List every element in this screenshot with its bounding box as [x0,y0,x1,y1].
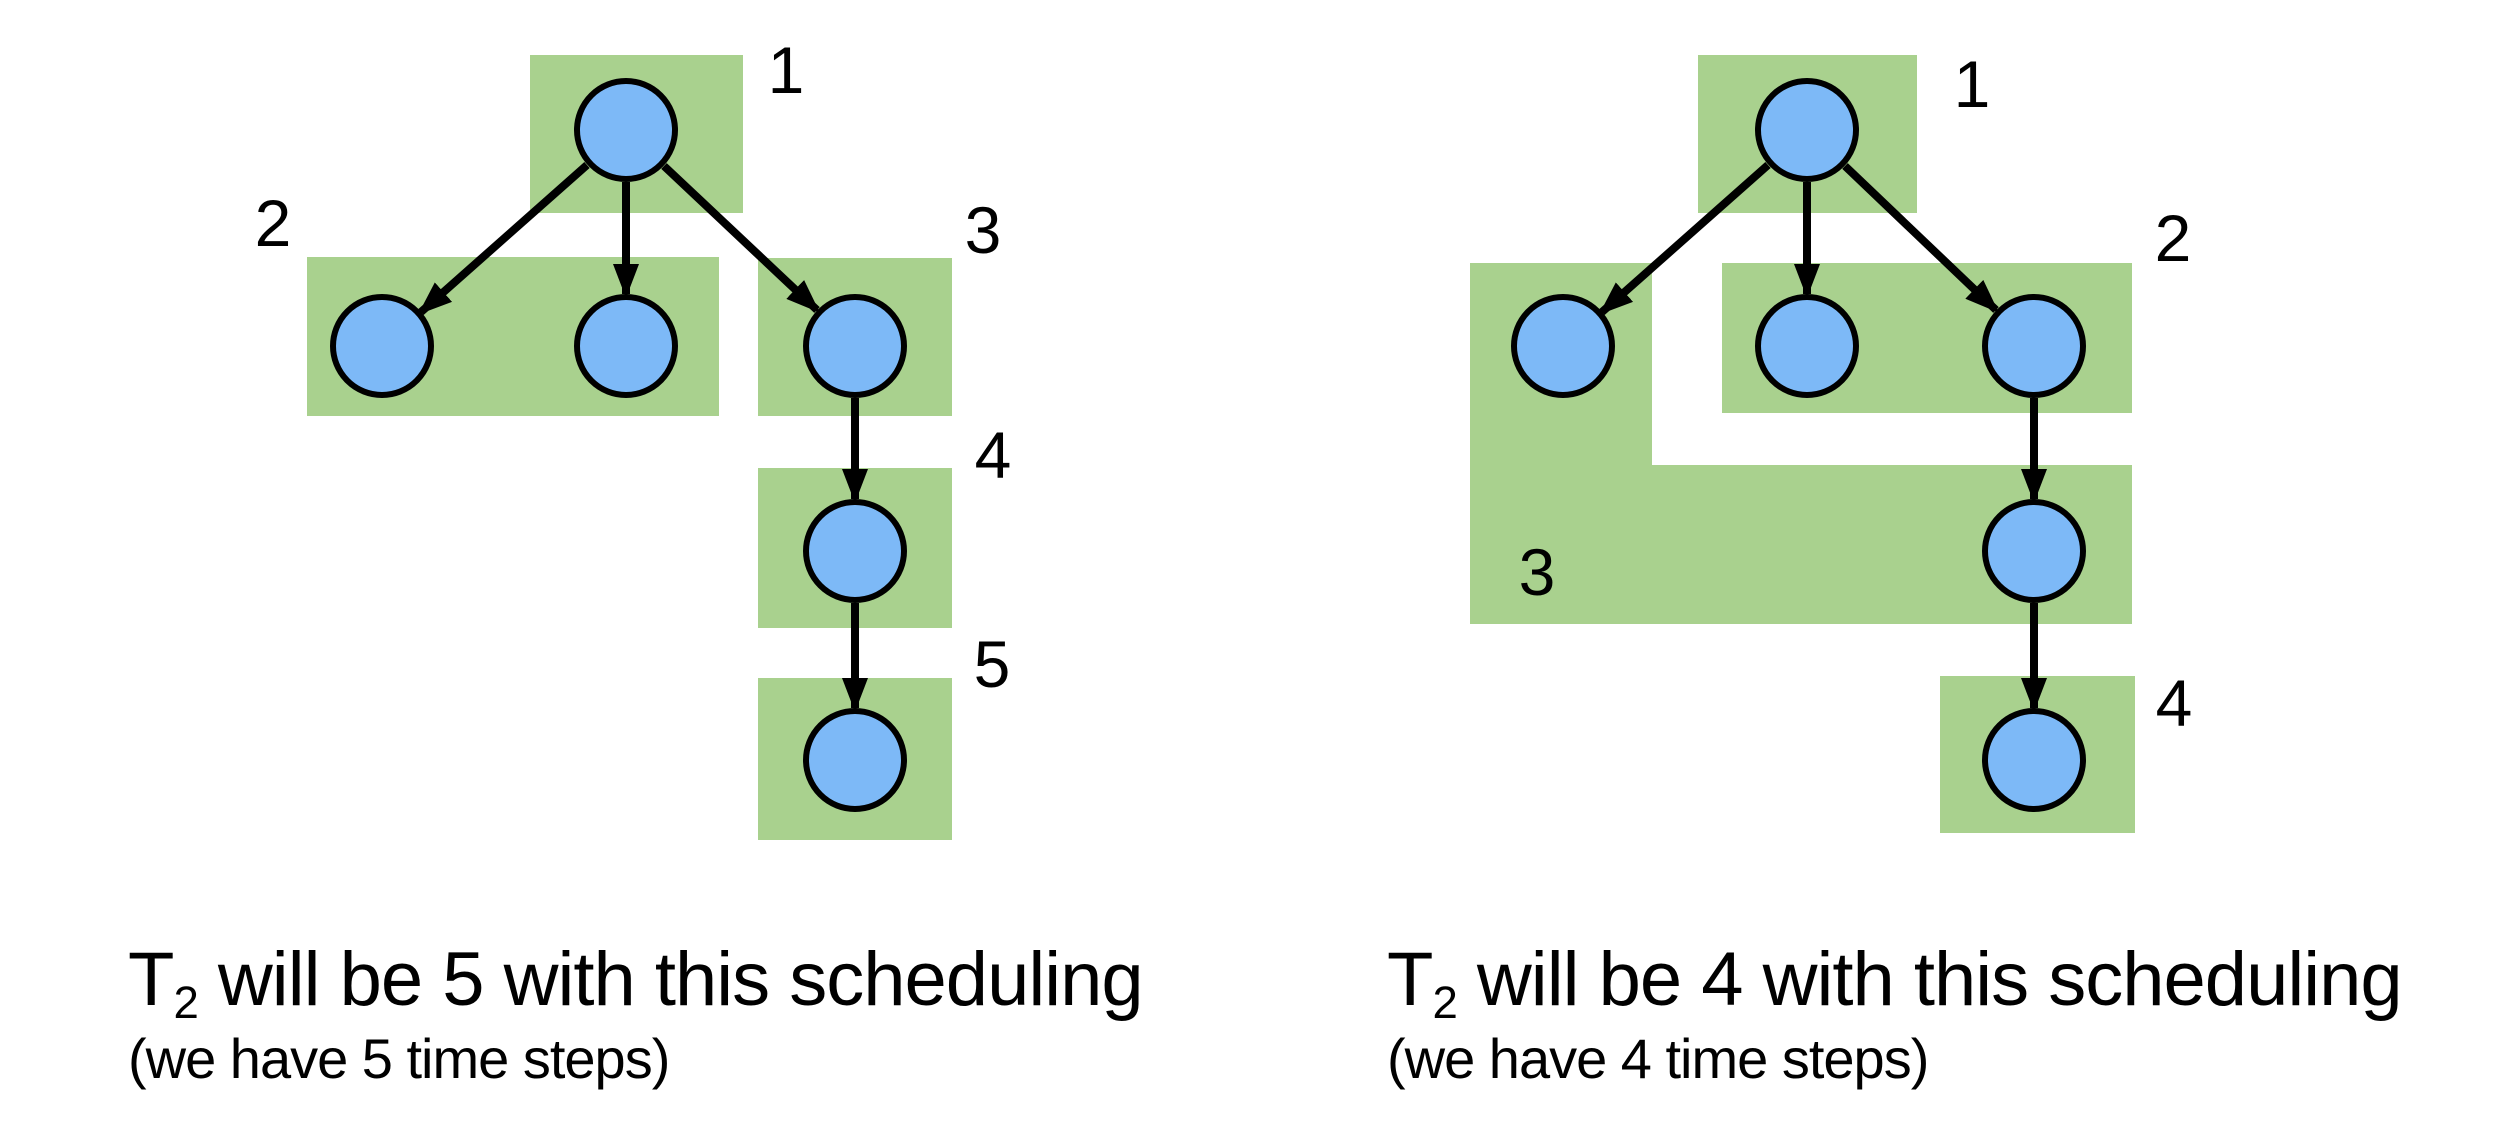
right-level3-task-node [1982,499,2086,603]
left-caption-term: T [128,937,174,1022]
left-edge-root-to-child1-arrow [418,162,590,315]
right-level4-task-node [1982,708,2086,812]
right-caption-term-subscript: 2 [1432,976,1457,1028]
right-child2-task-node [1755,294,1859,398]
right-tree-diagram: 1 2 3 4 [1470,47,2192,833]
left-step5-label: 5 [974,627,1011,701]
right-caption-main: T2 will be 4 with this scheduling [1387,936,2403,1025]
right-edge-root-to-child1-arrow [1599,162,1771,315]
right-child3-task-node [1982,294,2086,398]
right-caption-term: T [1387,937,1433,1022]
left-tree-diagram: 1 2 3 4 5 [255,33,1012,840]
left-edge-root-to-child3-arrow [661,163,820,313]
left-level5-task-node [803,708,907,812]
right-caption: T2 will be 4 with this scheduling (we ha… [1387,936,2403,1091]
left-child3-task-node [803,294,907,398]
left-step2-label: 2 [255,186,292,260]
right-root-task-node [1755,78,1859,182]
right-step3-region [1470,263,2132,624]
left-caption-statement: will be 5 with this scheduling [217,937,1144,1022]
right-step2-label: 2 [2155,201,2192,275]
left-caption: T2 will be 5 with this scheduling (we ha… [128,936,1144,1091]
left-root-task-node [574,78,678,182]
left-caption-term-subscript: 2 [173,976,198,1028]
right-step4-label: 4 [2156,666,2193,740]
right-caption-statement: will be 4 with this scheduling [1476,937,2403,1022]
left-child2-task-node [574,294,678,398]
left-child1-task-node [330,294,434,398]
left-step1-label: 1 [768,33,805,107]
right-step1-label: 1 [1954,47,1991,121]
left-level4-task-node [803,499,907,603]
right-edge-root-to-child3-arrow [1842,163,1999,313]
left-step4-label: 4 [975,418,1012,492]
left-step3-label: 3 [965,193,1002,267]
right-caption-note: (we have 4 time steps) [1387,1027,1929,1091]
left-caption-note: (we have 5 time steps) [128,1027,670,1091]
right-child1-task-node [1511,294,1615,398]
left-caption-main: T2 will be 5 with this scheduling [128,936,1144,1025]
right-step3-label: 3 [1519,535,1556,609]
